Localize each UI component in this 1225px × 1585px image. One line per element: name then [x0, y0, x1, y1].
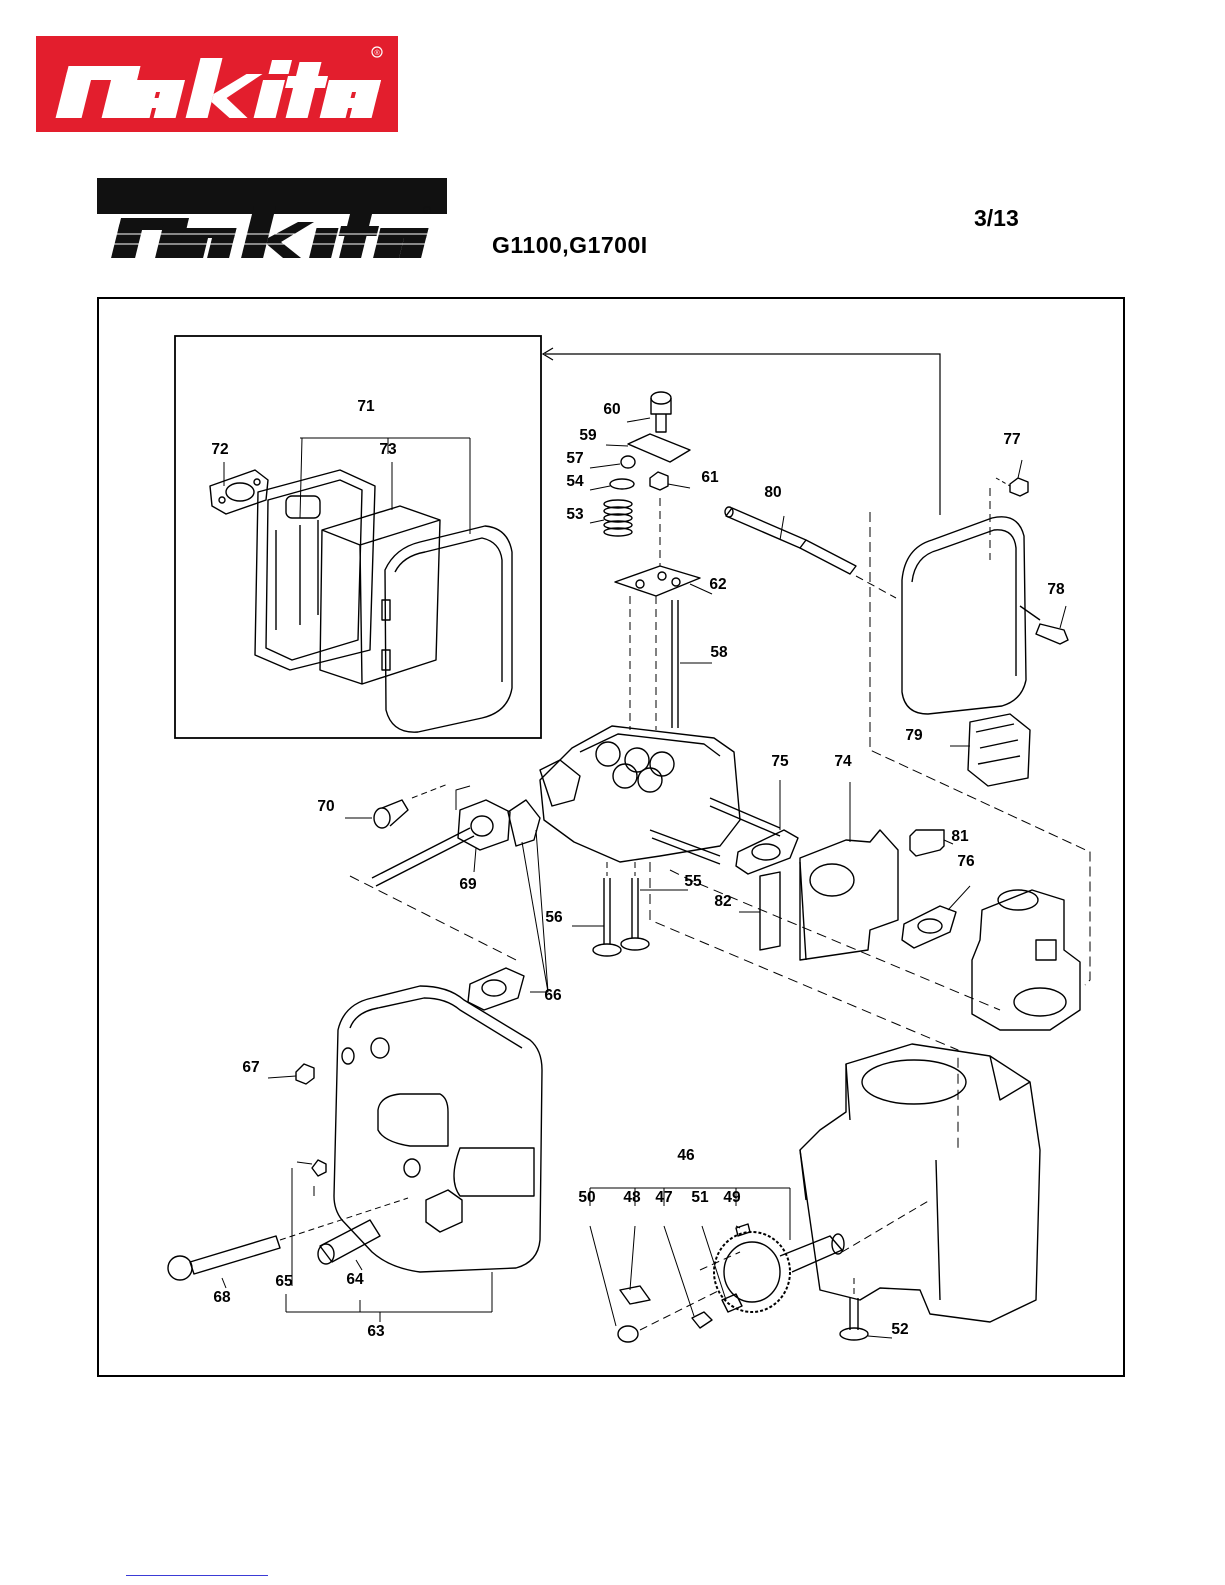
callout-48: 48: [623, 1189, 641, 1206]
nut-61-shape: [650, 472, 668, 490]
callout-68: 68: [213, 1289, 231, 1306]
callout-77: 77: [1003, 431, 1020, 448]
callout-57: 57: [566, 450, 583, 467]
pin-52-shape: [840, 1298, 868, 1340]
callout-51: 51: [691, 1189, 709, 1206]
callout-79: 79: [905, 727, 923, 744]
callout-59: 59: [579, 427, 597, 444]
valve-56-shape: [593, 878, 621, 956]
crankcase-block-shape: [800, 1044, 1040, 1322]
callout-61: 61: [701, 469, 719, 486]
nut-77-shape: [1010, 478, 1028, 496]
bracket-79-shape: [968, 714, 1030, 786]
part-65-shape: [312, 1160, 326, 1176]
callout-50: 50: [578, 1189, 595, 1206]
rocker-stud-60-shape: [651, 392, 671, 432]
callout-54: 54: [566, 473, 584, 490]
callout-46: 46: [677, 1147, 695, 1164]
valve-spring-53-shape: [604, 500, 632, 536]
guide-plate-62-shape: [615, 566, 700, 596]
callout-80: 80: [764, 484, 781, 501]
callout-53: 53: [566, 506, 584, 523]
callout-69: 69: [459, 876, 477, 893]
breather-tube-80-shape: [725, 507, 856, 574]
callout-60: 60: [603, 401, 620, 418]
callout-58: 58: [710, 644, 728, 661]
retainer-54-shape: [610, 479, 634, 489]
filter-base-shape: [255, 470, 375, 670]
air-filter-inset-frame: [175, 336, 541, 738]
part-49-shape: [736, 1224, 750, 1236]
nut-67-shape: [296, 1064, 314, 1084]
callout-70: 70: [317, 798, 334, 815]
callout-81: 81: [951, 828, 969, 845]
callout-62: 62: [709, 576, 726, 593]
callout-82: 82: [714, 893, 731, 910]
cotter-57-shape: [621, 456, 635, 468]
bracket-81-shape: [910, 830, 944, 856]
callout-55: 55: [684, 873, 702, 890]
callout-72: 72: [211, 441, 228, 458]
carburetor-shape: [972, 890, 1080, 1030]
callout-75: 75: [771, 753, 789, 770]
callout-52: 52: [891, 1321, 908, 1338]
callout-73: 73: [379, 441, 397, 458]
valve-55-shape: [621, 878, 649, 950]
callout-71: 71: [357, 398, 375, 415]
part-69-shape: [372, 800, 510, 886]
gasket-66a-shape: [508, 800, 540, 846]
gasket-66b-shape: [468, 968, 524, 1010]
footer-link-underline[interactable]: [126, 1575, 268, 1576]
gasket-76-shape: [902, 906, 956, 948]
ring-50-shape: [618, 1326, 638, 1342]
callout-56: 56: [545, 909, 563, 926]
callout-47: 47: [655, 1189, 672, 1206]
head-bolt-lower: [650, 830, 720, 864]
camshaft-gear-shape: [714, 1232, 844, 1312]
muffler-shape: [334, 986, 542, 1272]
rocker-arm-59-shape: [628, 434, 690, 462]
pin-48-shape: [620, 1286, 650, 1304]
filter-cover-shape: [382, 526, 512, 732]
callout-64: 64: [346, 1271, 364, 1288]
callout-49: 49: [723, 1189, 741, 1206]
cylinder-head-shape: [540, 726, 740, 862]
head-bolt-upper: [710, 798, 780, 836]
screw-70-shape: [374, 800, 408, 828]
callout-65: 65: [275, 1273, 293, 1290]
push-rod-58-shape: [672, 600, 678, 728]
callout-78: 78: [1047, 581, 1065, 598]
bolt-78-shape: [1036, 624, 1068, 644]
air-cleaner-shape: [902, 517, 1040, 714]
gasket-75-shape: [736, 830, 798, 874]
callout-66: 66: [544, 987, 562, 1004]
bolt-68-shape: [168, 1236, 280, 1280]
callout-63: 63: [367, 1323, 385, 1340]
callout-76: 76: [957, 853, 975, 870]
callout-67: 67: [242, 1059, 259, 1076]
insulator-74-shape: [800, 830, 898, 960]
callout-74: 74: [834, 753, 852, 770]
diagram-frame: [98, 298, 1124, 1376]
bolt-47-shape: [692, 1312, 712, 1328]
